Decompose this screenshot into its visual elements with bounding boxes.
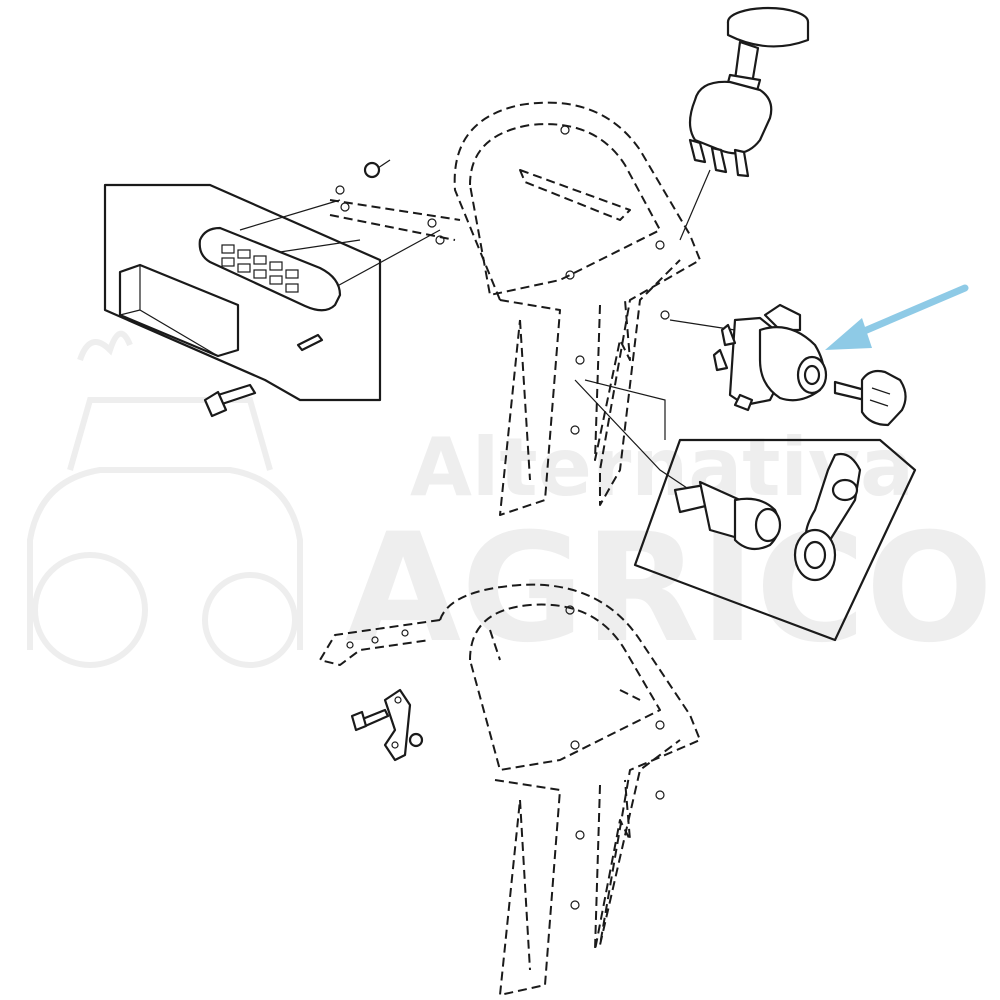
watermark-tractor-logo (27, 330, 303, 668)
upper-panel-frame (329, 101, 701, 516)
highlight-arrow-icon (825, 284, 969, 350)
socket-assembly (574, 379, 917, 642)
warning-light-grid (221, 244, 299, 293)
ignition-key (833, 369, 907, 427)
watermark-line2: AGRICOLA (345, 502, 1000, 676)
lower-bracket-assembly (350, 688, 424, 762)
watermark: Alternativa AGRICOLA (27, 330, 1000, 676)
ignition-switch-assembly (584, 303, 907, 440)
rotary-switch-assembly (679, 6, 810, 241)
socket-cap (793, 452, 862, 582)
lower-panel-frame (319, 583, 701, 996)
warning-light-assembly (103, 159, 441, 418)
